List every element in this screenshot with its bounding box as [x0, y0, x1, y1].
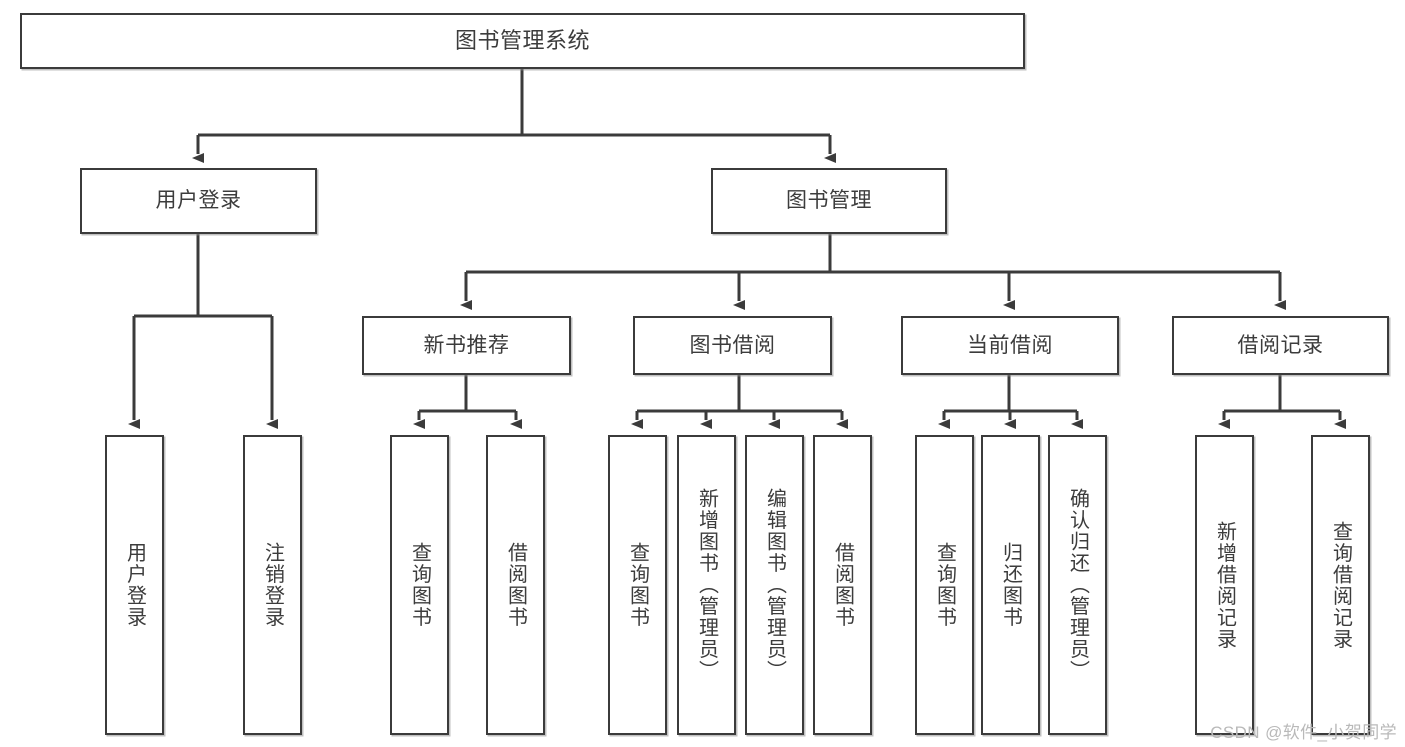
node-leaf-query-book-2[interactable]: 查询图书	[608, 435, 667, 735]
node-root[interactable]: 图书管理系统	[20, 13, 1025, 69]
edges-borrowrecord-to-leaves	[1218, 375, 1346, 429]
node-leaf-borrow-book-2[interactable]: 借阅图书	[813, 435, 872, 735]
node-borrow-record[interactable]: 借阅记录	[1172, 316, 1389, 375]
node-leaf-query-record[interactable]: 查询借阅记录	[1311, 435, 1370, 735]
node-leaf-user-logout-label: 注销登录	[261, 542, 284, 628]
node-user-login[interactable]: 用户登录	[80, 168, 317, 234]
node-book-management-label: 图书管理	[786, 189, 872, 213]
edges-newbook-to-leaves	[413, 375, 522, 429]
node-borrow-record-label: 借阅记录	[1237, 333, 1324, 357]
node-leaf-add-record-label: 新增借阅记录	[1213, 520, 1236, 650]
edges-bookmgmt-to-level3	[460, 234, 1286, 310]
edges-bookborrow-to-leaves	[631, 375, 848, 429]
node-leaf-add-book-label: 新增图书（管理员）	[695, 488, 718, 682]
node-leaf-borrow-book-1[interactable]: 借阅图书	[486, 435, 545, 735]
node-leaf-user-login-label: 用户登录	[123, 542, 146, 628]
node-leaf-borrow-book-2-label: 借阅图书	[831, 542, 854, 628]
node-user-login-label: 用户登录	[155, 189, 242, 213]
node-book-borrow[interactable]: 图书借阅	[633, 316, 832, 375]
edges-currentborrow-to-leaves	[938, 375, 1083, 429]
node-leaf-edit-book[interactable]: 编辑图书（管理员）	[745, 435, 804, 735]
node-leaf-confirm-return[interactable]: 确认归还（管理员）	[1048, 435, 1107, 735]
node-leaf-borrow-book-1-label: 借阅图书	[504, 542, 527, 628]
node-leaf-query-book-2-label: 查询图书	[626, 542, 649, 628]
node-book-borrow-label: 图书借阅	[689, 333, 776, 357]
node-leaf-add-record[interactable]: 新增借阅记录	[1195, 435, 1254, 735]
node-leaf-user-login[interactable]: 用户登录	[105, 435, 164, 735]
node-leaf-query-book-3-label: 查询图书	[933, 542, 956, 628]
node-leaf-return-book[interactable]: 归还图书	[981, 435, 1040, 735]
node-leaf-user-logout[interactable]: 注销登录	[243, 435, 302, 735]
node-leaf-add-book[interactable]: 新增图书（管理员）	[677, 435, 736, 735]
node-current-borrow[interactable]: 当前借阅	[901, 316, 1119, 375]
node-leaf-query-record-label: 查询借阅记录	[1329, 520, 1352, 650]
node-root-label: 图书管理系统	[454, 27, 590, 53]
node-leaf-return-book-label: 归还图书	[999, 542, 1022, 628]
node-leaf-query-book-1[interactable]: 查询图书	[390, 435, 449, 735]
node-new-book-recommend[interactable]: 新书推荐	[362, 316, 571, 375]
edges-root-to-level2	[192, 69, 836, 163]
watermark-text: CSDN @软件_小贺同学	[1210, 723, 1397, 742]
node-current-borrow-label: 当前借阅	[967, 333, 1053, 357]
node-leaf-edit-book-label: 编辑图书（管理员）	[763, 488, 786, 682]
node-book-management[interactable]: 图书管理	[711, 168, 947, 234]
edges-userlogin-to-leaves	[128, 234, 278, 429]
node-leaf-confirm-return-label: 确认归还（管理员）	[1066, 488, 1089, 682]
node-leaf-query-book-1-label: 查询图书	[408, 542, 431, 628]
node-leaf-query-book-3[interactable]: 查询图书	[915, 435, 974, 735]
node-new-book-recommend-label: 新书推荐	[423, 333, 510, 357]
